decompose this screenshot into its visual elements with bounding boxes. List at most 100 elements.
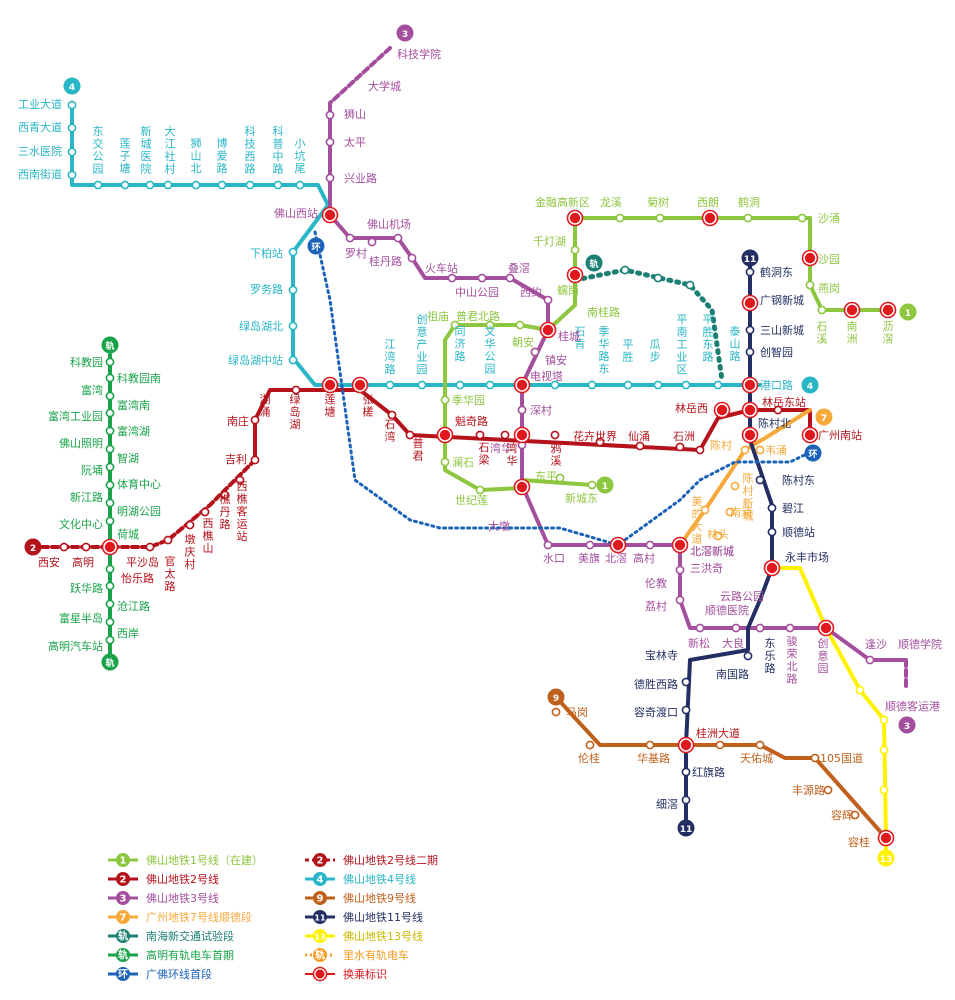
station-label-s126: 石梁	[479, 441, 490, 467]
station-label-s064: 平胜东路	[703, 313, 714, 364]
guangfo-ring-badge-east	[804, 444, 822, 462]
legend-item: 换乘标识	[305, 966, 387, 982]
line-3-dashed-north	[328, 46, 392, 105]
tram-station	[105, 498, 115, 508]
transfer-marker-core	[804, 429, 816, 441]
line-2-station	[235, 475, 245, 485]
station-label-s032: 东乐路	[765, 637, 776, 675]
legend-item: 轨里水有轨电车	[305, 948, 409, 962]
tram-station	[105, 564, 115, 574]
station-label-s117: 西樵客运站	[237, 480, 248, 543]
line-2-station	[81, 542, 91, 552]
station-label-s087: 世纪莲	[455, 494, 488, 507]
station-label-s003: 狮山	[344, 108, 366, 121]
line-7-badge	[815, 408, 833, 426]
line-3-station	[477, 273, 487, 283]
station-label-s018: 湾华	[490, 441, 512, 455]
tram-station	[105, 444, 115, 454]
line-13-route	[770, 566, 888, 859]
line-4-station	[93, 180, 103, 190]
station-label-s006: 佛山西站	[274, 206, 318, 220]
transfer-marker-core	[882, 304, 894, 316]
line-4-badge-text: 4	[69, 83, 75, 93]
station-label-s152: 红旗路	[692, 765, 725, 779]
legend-label: 高明有轨电车首期	[146, 948, 234, 962]
line-3-station	[447, 273, 457, 283]
station-label-s109: 西岸	[117, 627, 139, 640]
station-label-s110: 高明汽车站	[48, 639, 103, 653]
line-2-station	[250, 455, 260, 465]
line-4-station	[288, 321, 298, 331]
line-2-station	[500, 430, 510, 440]
transfer-marker-core	[516, 429, 528, 441]
line-4-station	[245, 180, 255, 190]
transfer-marker-core	[324, 209, 336, 221]
line-3-badge	[396, 24, 414, 42]
line-4-station	[120, 180, 130, 190]
line-4-station	[163, 180, 173, 190]
station-label-s141: 广钢新城	[760, 293, 804, 307]
station-label-s159: 105国道	[820, 751, 863, 765]
line-9-station	[645, 740, 655, 750]
legend-label: 佛山地铁13号线	[343, 929, 423, 943]
line-2-station	[59, 542, 69, 552]
station-label-s128: 仙涌	[628, 430, 650, 443]
station-label-s151: 桂洲大道	[696, 726, 740, 740]
station-label-s149: 德胜西路	[634, 677, 678, 691]
station-label-s121: 绿岛湖	[290, 392, 301, 431]
legend-badge-text: 2	[317, 856, 324, 867]
transfer-marker-core	[516, 379, 528, 391]
tram-station	[105, 391, 115, 401]
station-label-s156: 伦桂	[578, 751, 600, 765]
line-4-station	[623, 380, 633, 390]
station-label-s140: 鹤洞东	[760, 265, 793, 279]
station-label-s071: 鹤洞	[738, 195, 760, 209]
line-11-station	[767, 527, 777, 537]
station-label-s073: 沙园	[818, 253, 840, 266]
legend-badge-icon	[116, 948, 130, 962]
station-label-s104: 平沙岛	[126, 555, 159, 569]
nanhai-tram-route	[572, 267, 725, 383]
station-label-s012: 叠滘	[508, 262, 530, 275]
line-1-station	[440, 457, 450, 467]
station-label-s094: 阮埇	[81, 464, 103, 477]
station-label-s086: 澜石	[452, 455, 474, 469]
line-9-station	[755, 740, 765, 750]
station-label-s048: 科技西路	[245, 124, 256, 176]
gaoming-tram-badge-south	[101, 653, 119, 671]
station-label-s033: 骏荣北路	[787, 634, 798, 686]
station-label-s091: 富湾	[81, 383, 103, 397]
station-label-s105: 怡乐路	[121, 571, 154, 585]
station-label-s082: 普君北路	[456, 309, 500, 323]
line-3-station	[785, 623, 795, 633]
station-label-s153: 细滘	[656, 798, 678, 811]
line-3-station	[543, 295, 553, 305]
line-4-badge-east-text: 4	[807, 382, 813, 392]
station-label-s005: 兴业路	[344, 172, 377, 185]
station-label-s027: 荔村	[645, 599, 667, 613]
guangfo-ring-badge-text: 环	[311, 242, 320, 253]
station-label-s065: 泰山路	[730, 324, 741, 363]
line-3-station	[325, 137, 335, 147]
station-label-s120: 湖涌	[260, 393, 271, 419]
line-9-station	[850, 810, 860, 820]
station-label-s011: 中山公园	[455, 286, 499, 299]
line-13-station	[879, 715, 889, 725]
transfer-marker-core	[104, 541, 116, 553]
line-1-badge-south	[596, 476, 614, 494]
station-label-s102: 明湖公园	[117, 505, 161, 518]
station-label-s040: 三水医院	[18, 144, 62, 158]
line-1-station	[570, 245, 580, 255]
line-4-station	[653, 380, 663, 390]
line-1-station	[615, 213, 625, 223]
line-4-station	[145, 180, 155, 190]
line-3-station	[675, 595, 685, 605]
legend-transfer-core	[315, 969, 325, 979]
tram-station	[653, 273, 663, 283]
line-2-station	[200, 507, 210, 517]
transfer-marker-core	[354, 379, 366, 391]
station-label-s037: 顺德客运港	[885, 699, 940, 713]
line-2-station	[675, 442, 685, 452]
